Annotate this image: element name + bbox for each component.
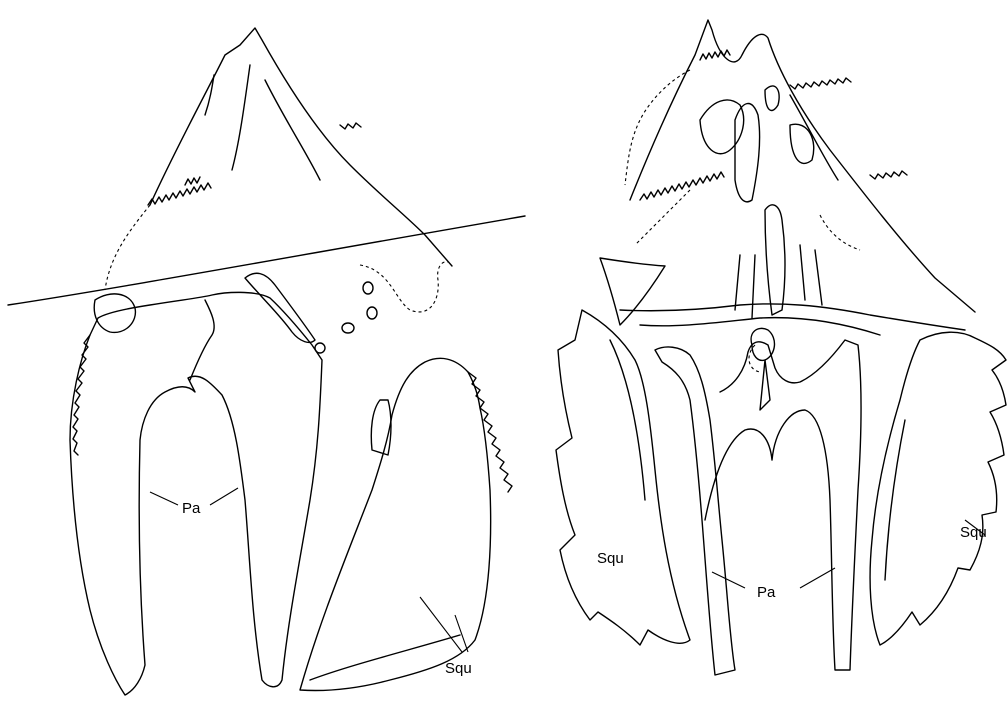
left-squamosal-notch [371,400,391,455]
right-dashed-outline-2 [635,190,690,245]
left-fragment-left [94,294,135,333]
left-squamosal-serration [468,372,512,492]
left-squamosal-lower-ridge [310,635,460,680]
right-inner-plate-2 [735,104,760,202]
left-foramen-1 [363,282,373,294]
right-squamosal-right [870,332,1006,645]
left-squ-leader-1 [420,597,462,652]
right-vertical-brace-1 [735,255,755,318]
right-rostrum-serration-right [790,78,851,89]
right-dashed-outline-3 [820,215,860,250]
left-parietal-outline [70,292,322,695]
left-squamosal-outline [300,358,491,690]
right-central-spike [760,360,770,410]
right-triangle-element [600,258,665,325]
right-squamosal-left-inner [610,340,645,500]
left-parietal-inner-ridge [190,300,214,380]
right-pa-leader-right [800,568,835,588]
left-pa-leader-right [210,488,238,505]
right-dashed-outline-4 [749,345,760,372]
left-dashed-outline-1 [105,205,150,290]
left-rostrum-groove-2 [265,80,320,180]
left-squ-leader-2 [455,615,468,652]
left-foramen-3 [342,323,354,333]
right-pa-leader-left [712,572,745,588]
right-parietal-outline [655,347,735,675]
left-parietal-serration [73,335,90,455]
right-central-rod [765,205,785,315]
left-squ-label: Squ [445,660,472,677]
right-squamosal-left [556,310,690,645]
left-foramen-2 [367,307,377,319]
left-specimen: Pa Squ [8,28,525,695]
left-rostrum-outline [150,28,452,266]
right-dashed-outline-1 [625,70,690,185]
left-rostrum-groove-5 [205,75,214,115]
right-rostrum-serration-left [640,172,724,200]
right-vertical-brace-2 [800,245,822,305]
right-parietal-arch [705,340,861,670]
right-crossbar-lower [640,318,880,335]
left-rostrum-serration [148,183,211,205]
right-rostrum-serration-right2 [870,171,907,179]
left-pa-leader-left [150,492,178,505]
right-rostrum-midline [790,95,838,180]
right-squ-right-label: Squ [960,524,987,541]
right-specimen: Pa Squ Squ [556,20,1006,675]
right-inner-plate-3 [765,86,779,110]
right-inner-plate-1 [700,100,744,154]
left-rostrum-groove-1 [232,65,250,170]
left-rostrum-groove-3 [185,177,200,185]
left-pa-label: Pa [182,500,201,517]
right-central-knob [751,328,774,360]
left-rostrum-groove-4 [340,123,361,129]
right-pa-label: Pa [757,584,776,601]
right-squ-left-label: Squ [597,550,624,567]
